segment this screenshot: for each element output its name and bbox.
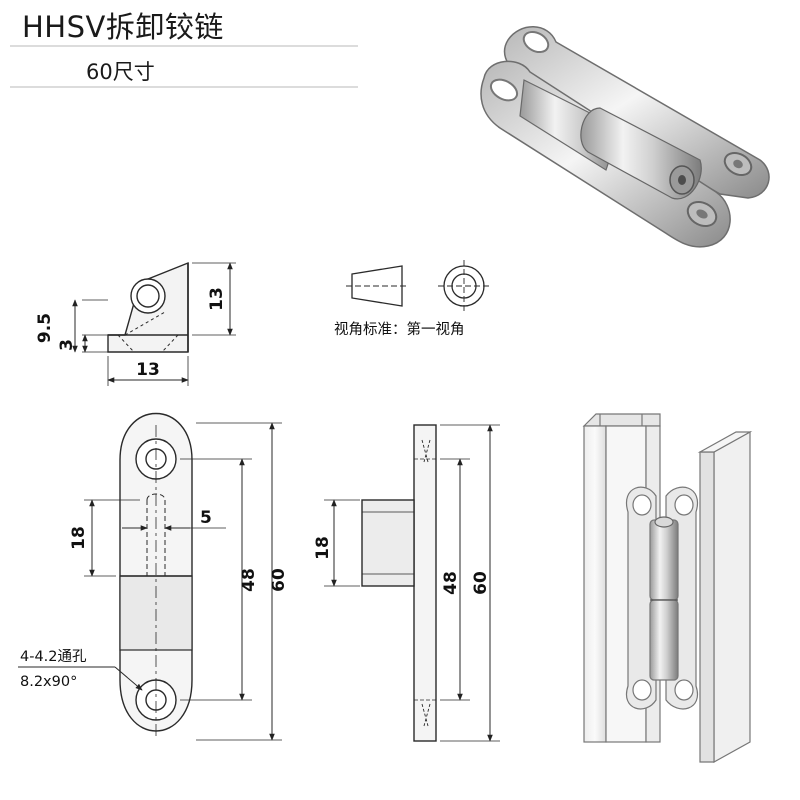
hinge-product-photo (480, 26, 770, 248)
front-overall-length-dim: 60 (269, 568, 289, 592)
profile-hole-spacing-dim: 48 (441, 571, 461, 595)
title-divider (10, 45, 358, 47)
side-width-dim: 13 (136, 360, 160, 380)
front-hole-spacing-dim: 48 (239, 568, 259, 592)
subtitle-divider (10, 86, 358, 88)
profile-view-dimensions (324, 424, 500, 742)
front-pin-width-dim: 5 (200, 508, 212, 528)
product-title: HHSV拆卸铰链 (22, 10, 224, 44)
side-view-drawing (72, 261, 236, 386)
profile-overall-length-dim: 60 (471, 571, 491, 595)
front-pin-length-dim: 18 (69, 526, 89, 550)
projection-standard-label: 视角标准：第一视角 (334, 320, 465, 338)
side-height-dim: 13 (207, 287, 227, 311)
installed-hinge-illustration (582, 413, 753, 764)
size-label: 60尺寸 (86, 60, 155, 84)
projection-symbol (346, 260, 490, 312)
projection-cone-icon (351, 265, 403, 307)
front-view-dimensions (18, 422, 282, 741)
profile-view-drawing (361, 424, 437, 742)
hole-note-line2: 8.2x90° (20, 674, 77, 690)
hole-note-line1: 4-4.2通孔 (20, 648, 87, 665)
front-view-drawing (119, 412, 193, 740)
side-total-height-dim: 9.5 (35, 313, 55, 343)
side-base-height-dim: 3 (57, 339, 77, 351)
profile-pin-length-dim: 18 (313, 536, 333, 560)
